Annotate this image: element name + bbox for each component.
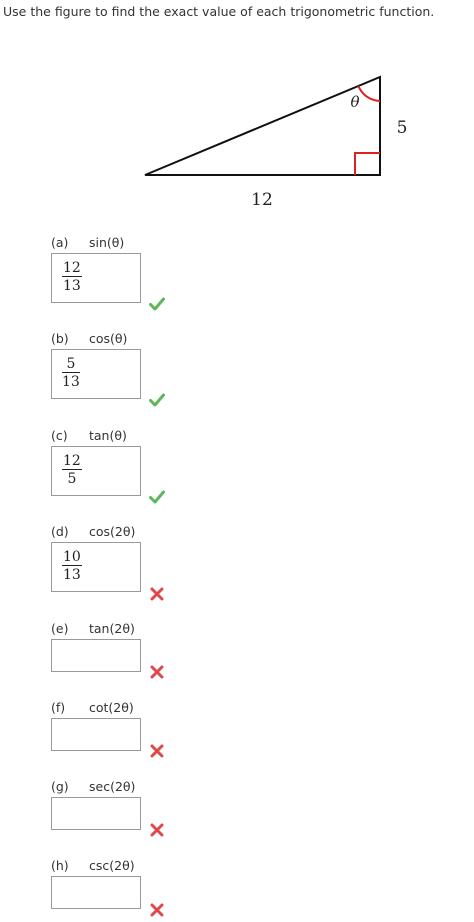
answer-input-g[interactable] [51,797,141,830]
function-label: csc(2θ) [89,858,135,873]
problem-prompt: Use the figure to find the exact value o… [3,4,435,19]
function-label: sin(θ) [89,235,125,250]
fraction-numerator: 12 [62,260,82,277]
function-label: cot(2θ) [89,700,134,715]
question-letter: (e) [51,621,69,636]
question-letter: (d) [51,524,69,539]
answer-fraction: 12 5 [62,453,82,488]
check-icon [149,393,165,407]
question-g: (g) sec(2θ) [51,779,191,837]
function-label: cos(θ) [89,331,128,346]
x-mark-icon [150,823,164,837]
check-icon [149,490,165,504]
fraction-numerator: 12 [62,453,82,470]
function-label: cos(2θ) [89,524,136,539]
angle-arc [357,85,381,102]
question-letter: (b) [51,331,69,346]
answer-input-d[interactable]: 10 13 [51,542,141,592]
function-label: tan(2θ) [89,621,135,636]
question-d: (d) cos(2θ) 10 13 [51,524,191,601]
side-label-vertical: 5 [397,118,408,138]
right-triangle [144,75,381,176]
function-label: tan(θ) [89,428,127,443]
x-mark-icon [150,587,164,601]
answer-input-h[interactable] [51,876,141,909]
triangle-figure: θ 5 12 [144,75,408,210]
x-mark-icon [150,903,164,917]
answer-fraction: 5 13 [62,356,80,391]
answer-input-c[interactable]: 12 5 [51,446,141,496]
fraction-numerator: 10 [62,549,82,566]
question-c: (c) tan(θ) 12 5 [51,428,191,504]
answer-fraction: 10 13 [62,549,82,584]
fraction-denominator: 13 [63,278,81,294]
x-mark-icon [150,665,164,679]
question-letter: (c) [51,428,68,443]
fraction-denominator: 13 [63,567,81,583]
answer-input-e[interactable] [51,639,141,672]
x-mark-icon [150,744,164,758]
check-icon [149,297,165,311]
answer-input-f[interactable] [51,718,141,751]
question-h: (h) csc(2θ) [51,858,191,917]
angle-theta-label: θ [350,93,359,111]
answer-fraction: 12 13 [62,260,82,295]
question-letter: (g) [51,779,69,794]
question-b: (b) cos(θ) 5 13 [51,331,191,407]
question-a: (a) sin(θ) 12 13 [51,235,191,311]
right-angle-marker [354,152,380,175]
question-e: (e) tan(2θ) [51,621,191,679]
answer-input-b[interactable]: 5 13 [51,349,141,399]
side-label-horizontal: 12 [251,190,273,210]
fraction-denominator: 13 [62,374,80,390]
answer-input-a[interactable]: 12 13 [51,253,141,303]
question-letter: (a) [51,235,69,250]
fraction-denominator: 5 [67,471,77,487]
function-label: sec(2θ) [89,779,136,794]
question-letter: (f) [51,700,66,715]
question-f: (f) cot(2θ) [51,700,191,758]
question-letter: (h) [51,858,69,873]
fraction-numerator: 5 [62,356,80,373]
